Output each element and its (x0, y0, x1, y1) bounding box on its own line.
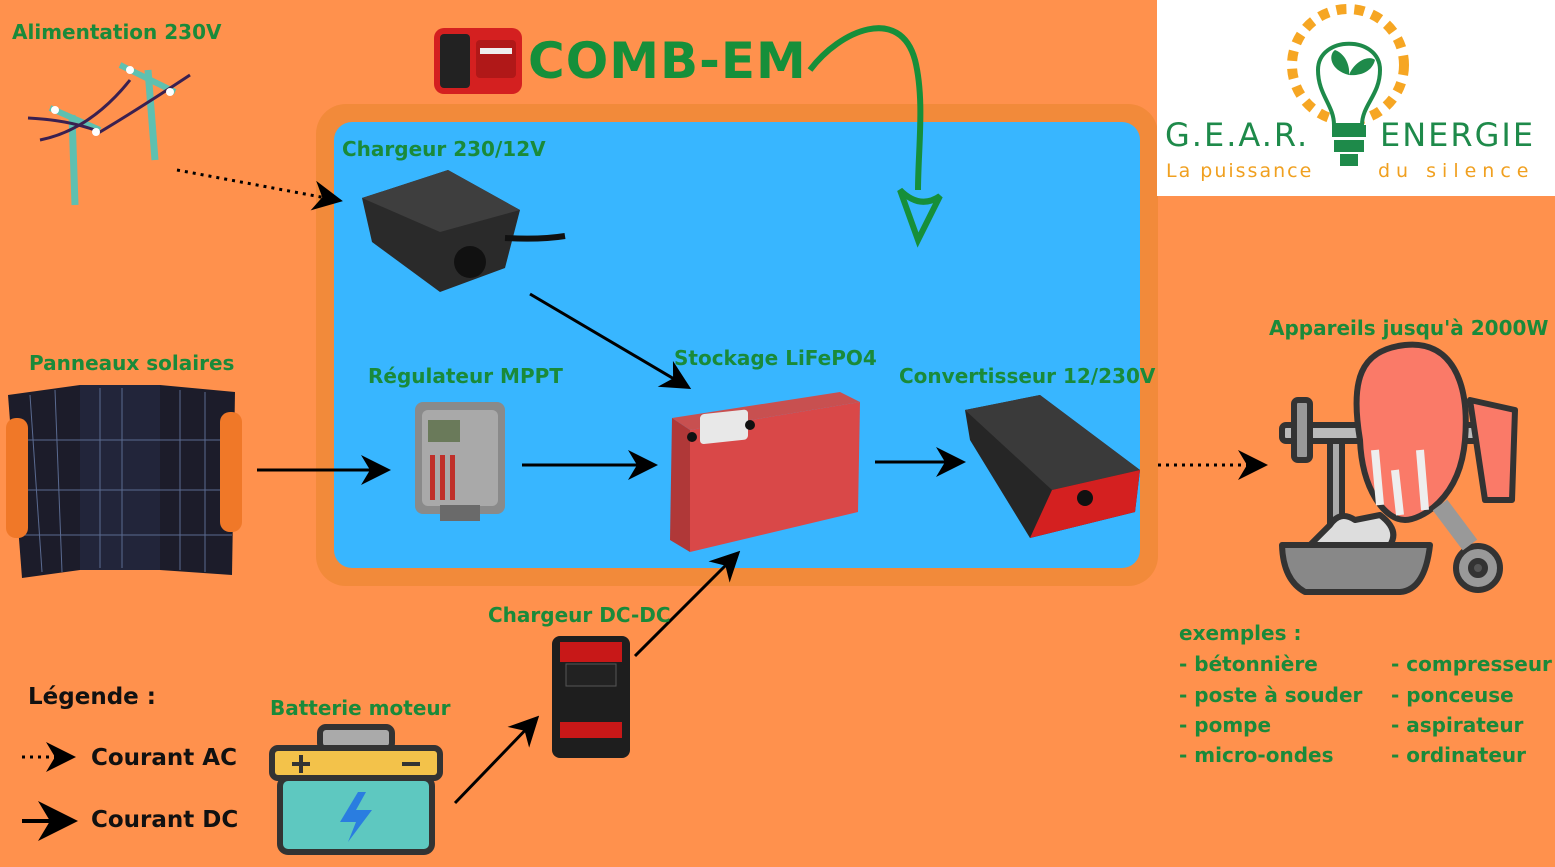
example-item: - micro-ondes (1179, 743, 1334, 767)
example-item: - ponceuse (1391, 683, 1514, 707)
logo-tagline-left: La puissance (1166, 160, 1314, 182)
concrete-mixer-icon (1279, 341, 1518, 595)
label-storage: Stockage LiFePO4 (674, 346, 877, 370)
legend-ac-label: Courant AC (91, 745, 237, 771)
label-engine-battery: Batterie moteur (270, 696, 451, 720)
label-grid: Alimentation 230V (12, 20, 222, 44)
example-item: - aspirateur (1391, 713, 1524, 737)
inverter-icon (965, 395, 1140, 538)
arrow-grid-to-charger (176, 168, 343, 211)
arrow-battery-to-dcdc (453, 715, 540, 805)
label-mppt: Régulateur MPPT (368, 364, 563, 388)
label-inverter: Convertisseur 12/230V (899, 364, 1156, 388)
example-item: - pompe (1179, 713, 1272, 737)
logo-brand-left: G.E.A.R. (1165, 116, 1310, 154)
generator-curved-arrow (807, 25, 943, 248)
example-item: - compresseur (1391, 652, 1552, 676)
logo-bulb-icon (1287, 4, 1409, 166)
logo-tagline-right: du silence (1378, 160, 1535, 182)
label-charger: Chargeur 230/12V (342, 137, 546, 161)
legend-dc-label: Courant DC (91, 807, 239, 833)
connection-arrows (22, 168, 1268, 841)
example-item: - bétonnière (1179, 652, 1318, 676)
engine-battery-icon (269, 724, 443, 855)
label-solar: Panneaux solaires (29, 351, 235, 375)
generator-icon (434, 28, 522, 94)
solar-panel-icon (6, 385, 242, 578)
power-pylon-icon (27, 62, 191, 206)
mppt-regulator-icon (415, 402, 505, 521)
logo-brand-right: ENERGIE (1380, 116, 1536, 154)
label-appliances: Appareils jusqu'à 2000W (1269, 316, 1549, 340)
legend-title: Légende : (28, 684, 156, 710)
ac-charger-icon (362, 170, 566, 292)
arrow-dcdc-to-storage (633, 550, 741, 658)
dcdc-charger-icon (552, 636, 630, 758)
diagram-title: COMB-EM (528, 32, 807, 90)
label-dcdc: Chargeur DC-DC (488, 603, 671, 627)
example-item: - poste à souder (1179, 683, 1363, 707)
examples-title: exemples : (1179, 621, 1302, 645)
example-item: - ordinateur (1391, 743, 1526, 767)
lifepo4-battery-icon (670, 392, 860, 552)
arrow-charger-to-storage (529, 292, 692, 390)
